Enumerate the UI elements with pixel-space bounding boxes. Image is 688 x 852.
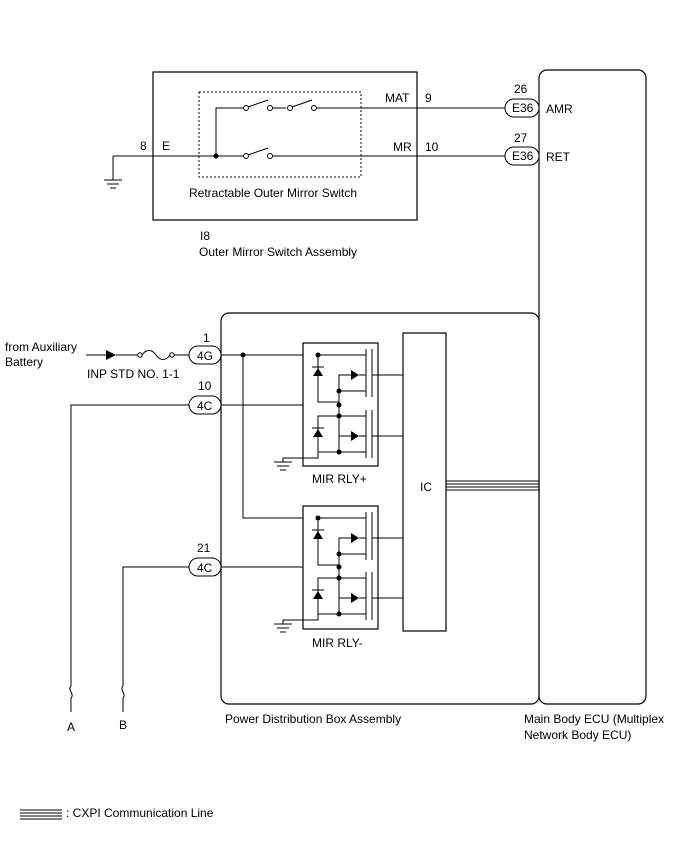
relay-minus-label: MIR RLY- (312, 636, 363, 650)
ecu-connector-amr (504, 98, 540, 118)
wire-to-a (70, 404, 189, 686)
power-source-line1: from Auxiliary (5, 340, 77, 354)
ecu-name-line2: Network Body ECU) (524, 728, 631, 742)
cxpi-legend-swatch (20, 809, 62, 820)
conn-4c-b-id: 4C (197, 561, 213, 575)
relay-plus-label: MIR RLY+ (312, 472, 367, 486)
ecu-conn2-id: E36 (512, 149, 534, 163)
pin-e-label: E (162, 139, 170, 153)
ecu-name-line1: Main Body ECU (Multiplex (524, 712, 664, 726)
ecu-conn1-pin: 26 (514, 82, 528, 96)
ground-symbol (274, 623, 292, 633)
ground-symbol (104, 179, 122, 189)
power-source-line2: Battery (5, 355, 43, 369)
conn-4c-a-id: 4C (197, 399, 213, 413)
break-icon (121, 685, 125, 712)
arrow-icon (351, 593, 359, 603)
ic-label: IC (420, 480, 432, 494)
ecu-connector-ret (504, 146, 540, 166)
diode-icon (313, 429, 323, 437)
cxpi-line (446, 480, 539, 491)
switch-assembly-box (152, 71, 418, 221)
ic-box (402, 332, 447, 632)
switch-connector-id: I8 (200, 229, 210, 243)
arrow-icon (351, 370, 359, 380)
pin-mat-label: MAT (385, 91, 410, 105)
relay-minus: MIR RLY- (274, 505, 403, 650)
retractable-switch-dashed-box (198, 91, 362, 178)
cxpi-legend-label: : CXPI Communication Line (66, 806, 214, 820)
switch-assembly-name: Outer Mirror Switch Assembly (199, 245, 357, 259)
ecu-conn1-id: E36 (512, 101, 534, 115)
fuse-label: INP STD NO. 1-1 (87, 367, 180, 381)
diode-icon (313, 591, 323, 599)
diode-icon (313, 531, 323, 539)
pdb-box (220, 312, 540, 705)
ecu-conn1-signal: AMR (546, 102, 573, 116)
ecu-box (538, 69, 647, 705)
terminal-a: A (67, 720, 75, 734)
ecu-conn2-signal: RET (546, 150, 571, 164)
pin-mat-number: 9 (425, 91, 432, 105)
terminal-b: B (119, 718, 127, 732)
legend: : CXPI Communication Line (20, 806, 214, 820)
conn-4c-b-pin: 21 (197, 541, 211, 555)
relay-plus: MIR RLY+ (274, 342, 403, 486)
main-body-ecu: E36 26 AMR E36 27 RET Main Body ECU (Mul… (504, 69, 664, 742)
retractable-switch-label: Retractable Outer Mirror Switch (189, 186, 357, 200)
conn-4c-a-pin: 10 (198, 379, 212, 393)
diode-icon (313, 368, 323, 376)
wire-to-b (122, 566, 189, 686)
fuse-icon (137, 350, 175, 360)
power-distribution-box: from Auxiliary Battery INP STD NO. 1-1 4… (5, 312, 540, 734)
pdb-name: Power Distribution Box Assembly (225, 712, 401, 726)
outer-mirror-switch-assembly: 8 E MAT 9 MR 10 Retractable Outer Mirror… (104, 71, 505, 259)
mr-switch-icon (243, 147, 273, 159)
pin-mr-number: 10 (425, 140, 439, 154)
conn-4g-id: 4G (197, 349, 213, 363)
arrow-icon (351, 431, 359, 441)
ecu-conn2-pin: 27 (514, 131, 528, 145)
mat-switch-icon (243, 99, 317, 111)
pin-mr-label: MR (393, 140, 412, 154)
break-icon (69, 685, 73, 712)
arrow-icon (351, 533, 359, 543)
pin-e-number: 8 (140, 139, 147, 153)
arrow-icon (106, 350, 116, 360)
ground-symbol (274, 461, 292, 471)
conn-4g-pin: 1 (203, 331, 210, 345)
